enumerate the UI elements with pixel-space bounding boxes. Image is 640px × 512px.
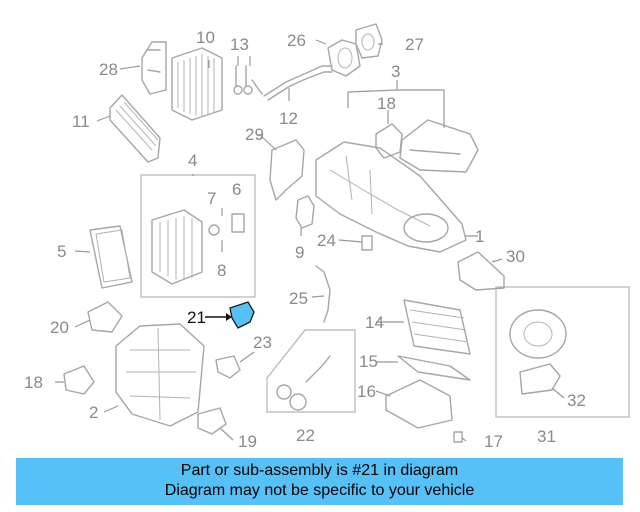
callout-27: 27 (405, 35, 424, 54)
part-12-pipe (263, 65, 333, 101)
callout-23: 23 (253, 333, 272, 352)
callout-6: 6 (232, 180, 241, 199)
callout-14: 14 (365, 313, 384, 332)
part-17-bolt (453, 431, 463, 443)
callout-10: 10 (196, 28, 215, 47)
callout-8: 8 (217, 261, 226, 280)
callout-32: 32 (567, 391, 586, 410)
group-box-31 (495, 286, 630, 418)
callout-22: 22 (296, 426, 315, 445)
callout-15: 15 (359, 352, 378, 371)
part-15-seal (397, 355, 471, 381)
part-26-gasket (327, 39, 361, 77)
part-30-duct (457, 251, 505, 291)
part-10-filter (171, 47, 223, 121)
callout-18-lower: 18 (24, 373, 43, 392)
group-box-22 (266, 329, 356, 413)
callout-2: 2 (89, 403, 98, 422)
callout-21: 21 (187, 308, 206, 327)
part-13-clips (233, 65, 263, 95)
part-1-hvac-housing (315, 141, 467, 253)
info-banner: Part or sub-assembly is #21 in diagram D… (16, 458, 623, 505)
callout-13: 13 (230, 35, 249, 54)
callout-31: 31 (537, 427, 556, 446)
callout-1: 1 (475, 227, 484, 246)
callout-7: 7 (207, 189, 216, 208)
leader-lines (55, 39, 565, 442)
callout-9: 9 (295, 243, 304, 262)
callout-12: 12 (279, 109, 298, 128)
callout-25: 25 (289, 289, 308, 308)
part-11-evaporator (109, 94, 161, 163)
part-31-blower (509, 309, 567, 395)
callout-30: 30 (506, 247, 525, 266)
part-16-cover (385, 379, 453, 429)
callout-24: 24 (317, 231, 336, 250)
part-2-lower-housing (115, 323, 205, 427)
callout-28: 28 (99, 60, 118, 79)
part-19-motor (197, 407, 227, 435)
banner-line-1: Part or sub-assembly is #21 in diagram (180, 462, 459, 479)
part-18-actuator-lower (63, 365, 95, 395)
part-20-actuator (87, 301, 123, 333)
callout-17: 17 (484, 432, 503, 451)
part-5-filter-frame (89, 225, 133, 289)
banner-line-2: Diagram may not be specific to your vehi… (164, 482, 475, 499)
callout-29: 29 (245, 125, 264, 144)
part-22-linkage (276, 355, 331, 411)
callout-4: 4 (188, 151, 197, 170)
group-box-4 (140, 174, 256, 298)
part-9-sensor (295, 195, 315, 229)
callout-20: 20 (50, 318, 69, 337)
part-24-screw (361, 235, 373, 251)
part-23-sensor (215, 355, 241, 379)
callout-19: 19 (238, 432, 257, 451)
callout-16: 16 (357, 382, 376, 401)
callout-5: 5 (57, 242, 66, 261)
part-4-filter (151, 209, 203, 285)
part-7-ring (208, 224, 220, 236)
part-21-highlighted (229, 301, 255, 329)
part-14-filter (403, 299, 471, 355)
parts-diagram: 1 2 3 4 5 6 7 8 9 10 11 12 13 14 15 16 1… (24, 23, 630, 451)
part-27-seal (355, 23, 383, 59)
callout-18-upper: 18 (377, 94, 396, 113)
part-6-clip (231, 213, 245, 233)
part-25-hose (315, 265, 331, 323)
callout-11: 11 (72, 112, 90, 131)
callout-26: 26 (287, 31, 306, 50)
part-3-housing-top (399, 119, 479, 173)
part-18-actuator-upper (375, 123, 403, 159)
part-29-bracket (269, 139, 305, 201)
callout-3: 3 (391, 62, 400, 81)
part-28-bracket (141, 41, 167, 95)
